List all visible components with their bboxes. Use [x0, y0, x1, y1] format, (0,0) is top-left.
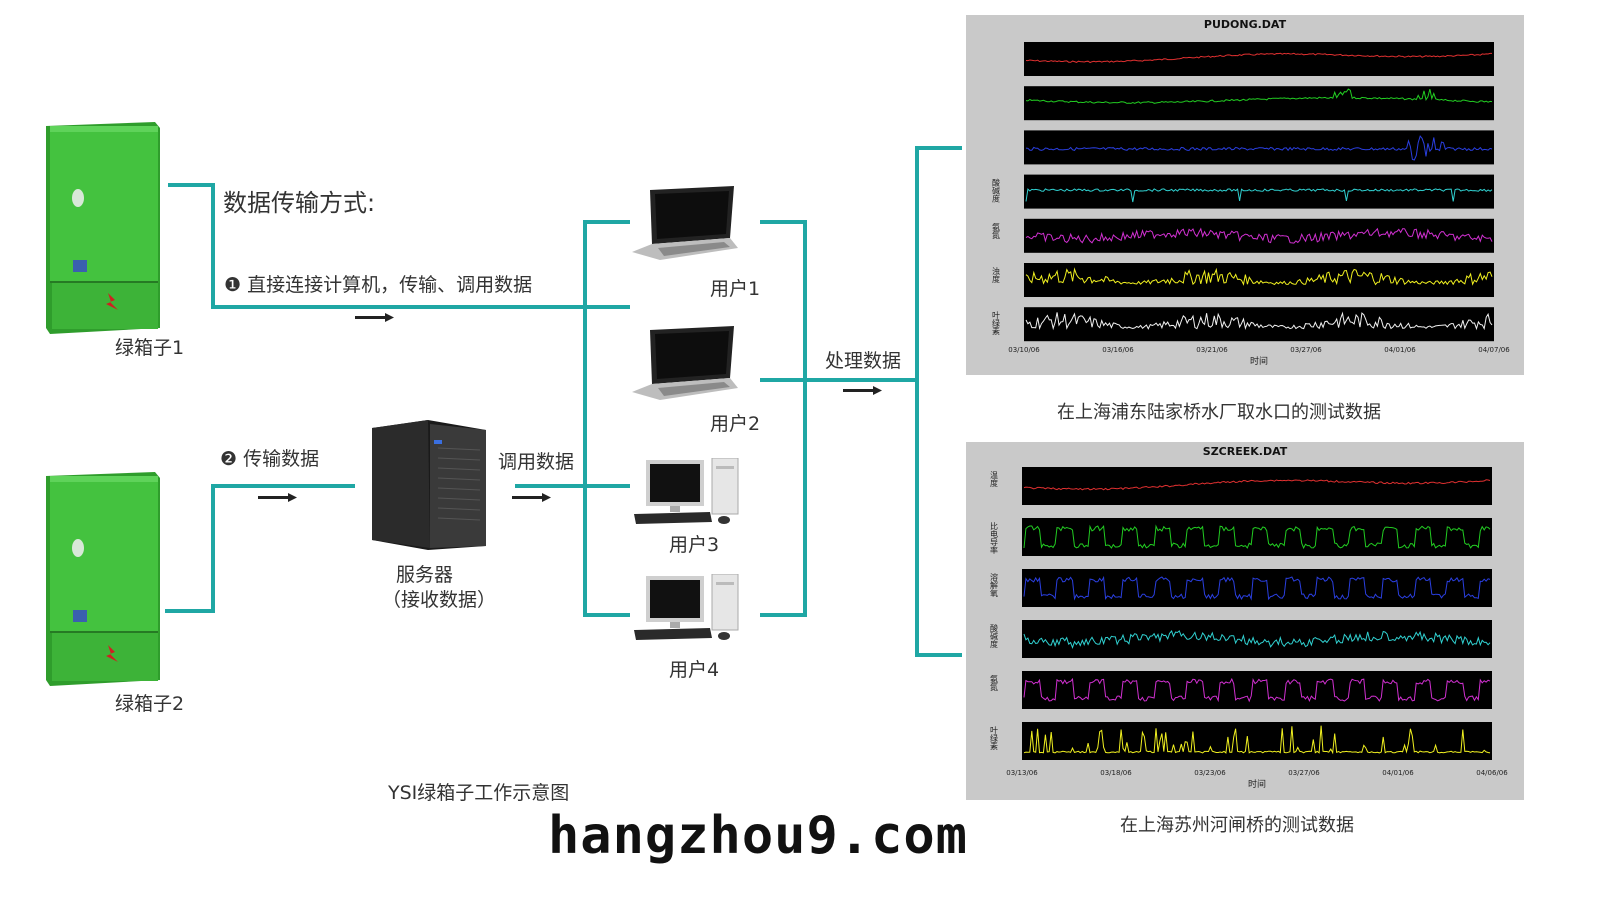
server-tower-icon: [372, 420, 486, 550]
caption-bottom: 在上海苏州河闸桥的测试数据: [1120, 815, 1354, 836]
series-label: 叶绿素: [990, 726, 999, 750]
plot-strip: [1024, 218, 1494, 253]
series-label: 浊度: [992, 266, 1001, 284]
desktop-computer-icon: [634, 458, 739, 524]
process-data-label: 处理数据: [825, 350, 902, 372]
series-label: 酸碱度: [990, 623, 999, 649]
plot-strip: [1022, 671, 1492, 709]
x-tick-label: 03/21/06: [1196, 346, 1228, 354]
flow-arrow-icon: [258, 313, 882, 502]
chart-title: PUDONG.DAT: [1203, 18, 1287, 31]
user3-label: 用户3: [669, 534, 720, 556]
plot-strip: [1024, 86, 1494, 121]
series-line: [1025, 88, 1493, 104]
server-sublabel: （接收数据）: [382, 589, 497, 611]
series-line: [1023, 524, 1491, 550]
plot-strip: [1024, 174, 1494, 209]
user1-label: 用户1: [710, 278, 761, 300]
x-tick-label: 03/16/06: [1102, 346, 1134, 354]
cabinet1-label: 绿箱子1: [115, 337, 185, 359]
series-label: 温度: [990, 471, 999, 488]
call-data-label: 调用数据: [498, 451, 575, 473]
laptop-icon: [632, 186, 738, 260]
series-label: 比电导率: [990, 521, 999, 555]
plot-strip: [1022, 518, 1492, 556]
green-cabinet-icon: [46, 122, 160, 334]
series-label: 叶绿素: [992, 311, 1001, 335]
x-tick-label: 04/06/06: [1476, 769, 1508, 777]
plot-strip: [1022, 620, 1492, 658]
series-line: [1025, 311, 1493, 331]
x-axis-label: 时间: [1248, 778, 1266, 790]
transfer-title: 数据传输方式:: [223, 189, 376, 217]
x-tick-label: 03/27/06: [1290, 346, 1322, 354]
x-tick-label: 03/18/06: [1100, 769, 1132, 777]
series-line: [1025, 227, 1493, 244]
szcreek-chart-panel: SZCREEK.DAT 温度比电导率溶解氧酸碱度氨氮叶绿素 03/13/06 03/…: [966, 442, 1524, 800]
series-label: 氨氮: [990, 674, 999, 692]
series-line: [1025, 188, 1493, 203]
series-line: [1023, 725, 1491, 755]
x-tick-label: 03/10/06: [1008, 346, 1040, 354]
x-tick-label: 04/01/06: [1384, 346, 1416, 354]
x-tick-label: 03/13/06: [1006, 769, 1038, 777]
chart-title: SZCREEK.DAT: [1202, 445, 1288, 458]
plot-strip: [1024, 307, 1494, 342]
x-tick-label: 04/01/06: [1382, 769, 1414, 777]
laptop-icon: [632, 326, 738, 400]
diagram-title: YSI绿箱子工作示意图: [388, 782, 570, 804]
server-label: 服务器: [396, 564, 454, 586]
series-label: 酸碱度: [992, 178, 1001, 204]
plot-strip: [1022, 722, 1492, 760]
method2-label: ❷ 传输数据: [220, 448, 320, 470]
series-label: 溶解氧: [990, 572, 999, 598]
series-line: [1023, 630, 1491, 649]
user4-label: 用户4: [669, 659, 720, 681]
x-tick-label: 04/07/06: [1478, 346, 1510, 354]
user2-label: 用户2: [710, 413, 761, 435]
series-line: [1025, 52, 1492, 64]
series-line: [1025, 267, 1493, 286]
desktop-computer-icon: [634, 574, 739, 640]
x-axis-label: 时间: [1250, 355, 1268, 367]
series-label: 氨氮: [992, 222, 1001, 240]
x-tick-label: 03/23/06: [1194, 769, 1226, 777]
plot-strip: [1022, 467, 1492, 505]
series-line: [1023, 479, 1491, 491]
caption-top: 在上海浦东陆家桥水厂取水口的测试数据: [1057, 402, 1381, 423]
x-tick-label: 03/27/06: [1288, 769, 1320, 777]
series-line: [1025, 135, 1493, 161]
website-watermark: hangzhou9.com: [548, 806, 968, 866]
cabinet2-label: 绿箱子2: [115, 693, 185, 715]
series-line: [1023, 575, 1491, 601]
method1-label: ❶ 直接连接计算机，传输、调用数据: [224, 274, 533, 296]
plot-strip: [1022, 569, 1492, 607]
green-cabinet-icon: [46, 472, 160, 686]
pudong-chart-panel: PUDONG.DAT 酸碱度氨氮浊度叶绿素 03/10/06 03/16/06 03/…: [966, 15, 1524, 375]
plot-strip: [1024, 42, 1494, 76]
series-line: [1023, 677, 1491, 703]
